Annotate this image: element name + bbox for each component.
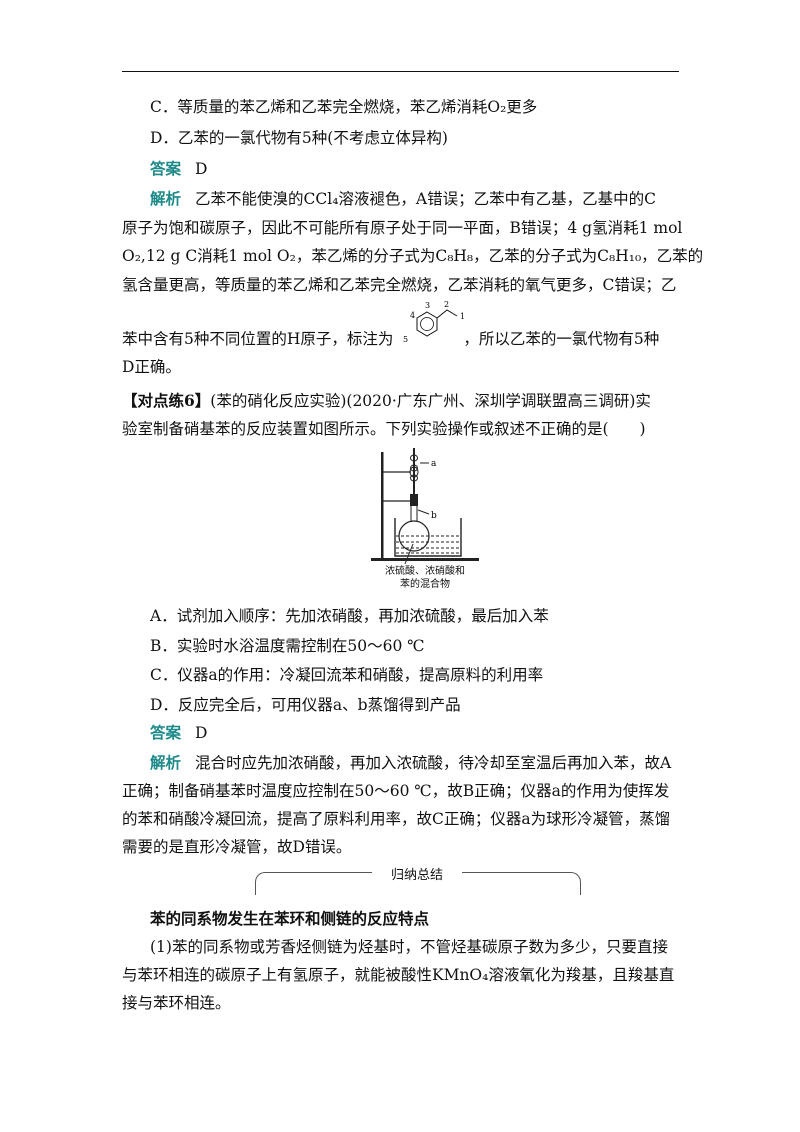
question-6-option-b: B．实验时水浴温度需控制在50～60 ℃ bbox=[150, 637, 425, 655]
question-6-line-2: 验室制备硝基苯的反应装置如图所示。下列实验操作或叙述不正确的是( ) bbox=[122, 420, 646, 438]
position-label-1: 1 bbox=[460, 312, 465, 321]
position-label-5: 5 bbox=[403, 335, 408, 344]
label-b: b bbox=[431, 511, 437, 521]
summary-heading: 苯的同系物发生在苯环和侧链的反应特点 bbox=[150, 909, 430, 928]
summary-paragraph-line-2: 与苯环相连的碳原子上有氢原子，就能被酸性KMnO₄溶液氧化为羧基，且羧基直 bbox=[122, 966, 675, 984]
nitration-apparatus-figure: a b bbox=[371, 448, 479, 565]
option-c: C．等质量的苯乙烯和乙苯完全燃烧，苯乙烯消耗O₂更多 bbox=[150, 98, 538, 116]
figure-caption: 浓硫酸、浓硝酸和 苯的混合物 bbox=[385, 566, 465, 590]
answer-label: 答案 bbox=[150, 159, 182, 178]
analysis-1-line-4: 氢含量更高，等质量的苯乙烯和乙苯完全燃烧，乙苯消耗的氧气更多，C错误；乙 bbox=[122, 276, 677, 294]
question-6-line-1: 【对点练6】(苯的硝化反应实验)(2020·广东广州、深圳学调联盟高三调研)实 bbox=[122, 391, 651, 410]
ethylbenzene-structure: 1 2 3 4 5 bbox=[403, 300, 465, 344]
question-6-option-a: A．试剂加入顺序：先加浓硝酸，再加浓硫酸，最后加入苯 bbox=[150, 607, 549, 625]
position-label-4: 4 bbox=[410, 311, 415, 320]
label-a: a bbox=[431, 459, 437, 469]
question-6-option-c: C．仪器a的作用：冷凝回流苯和硝酸，提高原料的利用率 bbox=[150, 666, 544, 684]
analysis-1-line-2: 原子为饱和碳原子，因此不可能所有原子处于同一平面，B错误；4 g氢消耗1 mol bbox=[122, 219, 683, 237]
position-label-2: 2 bbox=[444, 300, 449, 309]
question-6-option-d: D．反应完全后，可用仪器a、b蒸馏得到产品 bbox=[150, 696, 461, 714]
analysis-2-line-4: 需要的是直形冷凝管，故D错误。 bbox=[122, 838, 352, 856]
analysis-2-line-3: 的苯和硝酸冷凝回流，提高了原料利用率，故C正确；仪器a为球形冷凝管，蒸馏 bbox=[122, 810, 671, 828]
analysis-label: 解析 bbox=[150, 189, 182, 208]
answer-1: 答案 D bbox=[150, 158, 710, 180]
header-rule bbox=[122, 71, 679, 72]
answer-value: D bbox=[195, 160, 208, 178]
analysis-1-line-5: 苯中含有5种不同位置的H原子，标注为，所以乙苯的一氯代物有5种 bbox=[122, 330, 660, 348]
analysis-2-line-2: 正确；制备硝基苯时温度应控制在50～60 ℃，故B正确；仪器a的作用为使挥发 bbox=[122, 782, 670, 800]
position-label-3: 3 bbox=[425, 301, 430, 310]
analysis-1-line-6: D正确。 bbox=[122, 358, 181, 376]
summary-title: 归纳总结 bbox=[372, 866, 462, 886]
analysis-2-line-1: 解析混合时应先加浓硝酸，再加入浓硫酸，待冷却至室温后再加入苯，故A bbox=[150, 753, 672, 772]
analysis-1-line-3: O₂,12 g C消耗1 mol O₂，苯乙烯的分子式为C₈H₈，乙苯的分子式为… bbox=[122, 247, 704, 265]
summary-paragraph-line-3: 接与苯环相连。 bbox=[122, 994, 231, 1012]
analysis-1-line-1: 解析乙苯不能使溴的CCl₄溶液褪色，A错误；乙苯中有乙基，乙基中的C bbox=[150, 189, 656, 208]
question-6-head: 【对点练6】 bbox=[122, 391, 211, 410]
summary-paragraph-line-1: (1)苯的同系物或芳香烃侧链为烃基时，不管烃基碳原子数为多少，只要直接 bbox=[150, 938, 668, 956]
option-d: D．乙苯的一氯代物有5种(不考虑立体异构) bbox=[150, 129, 448, 147]
